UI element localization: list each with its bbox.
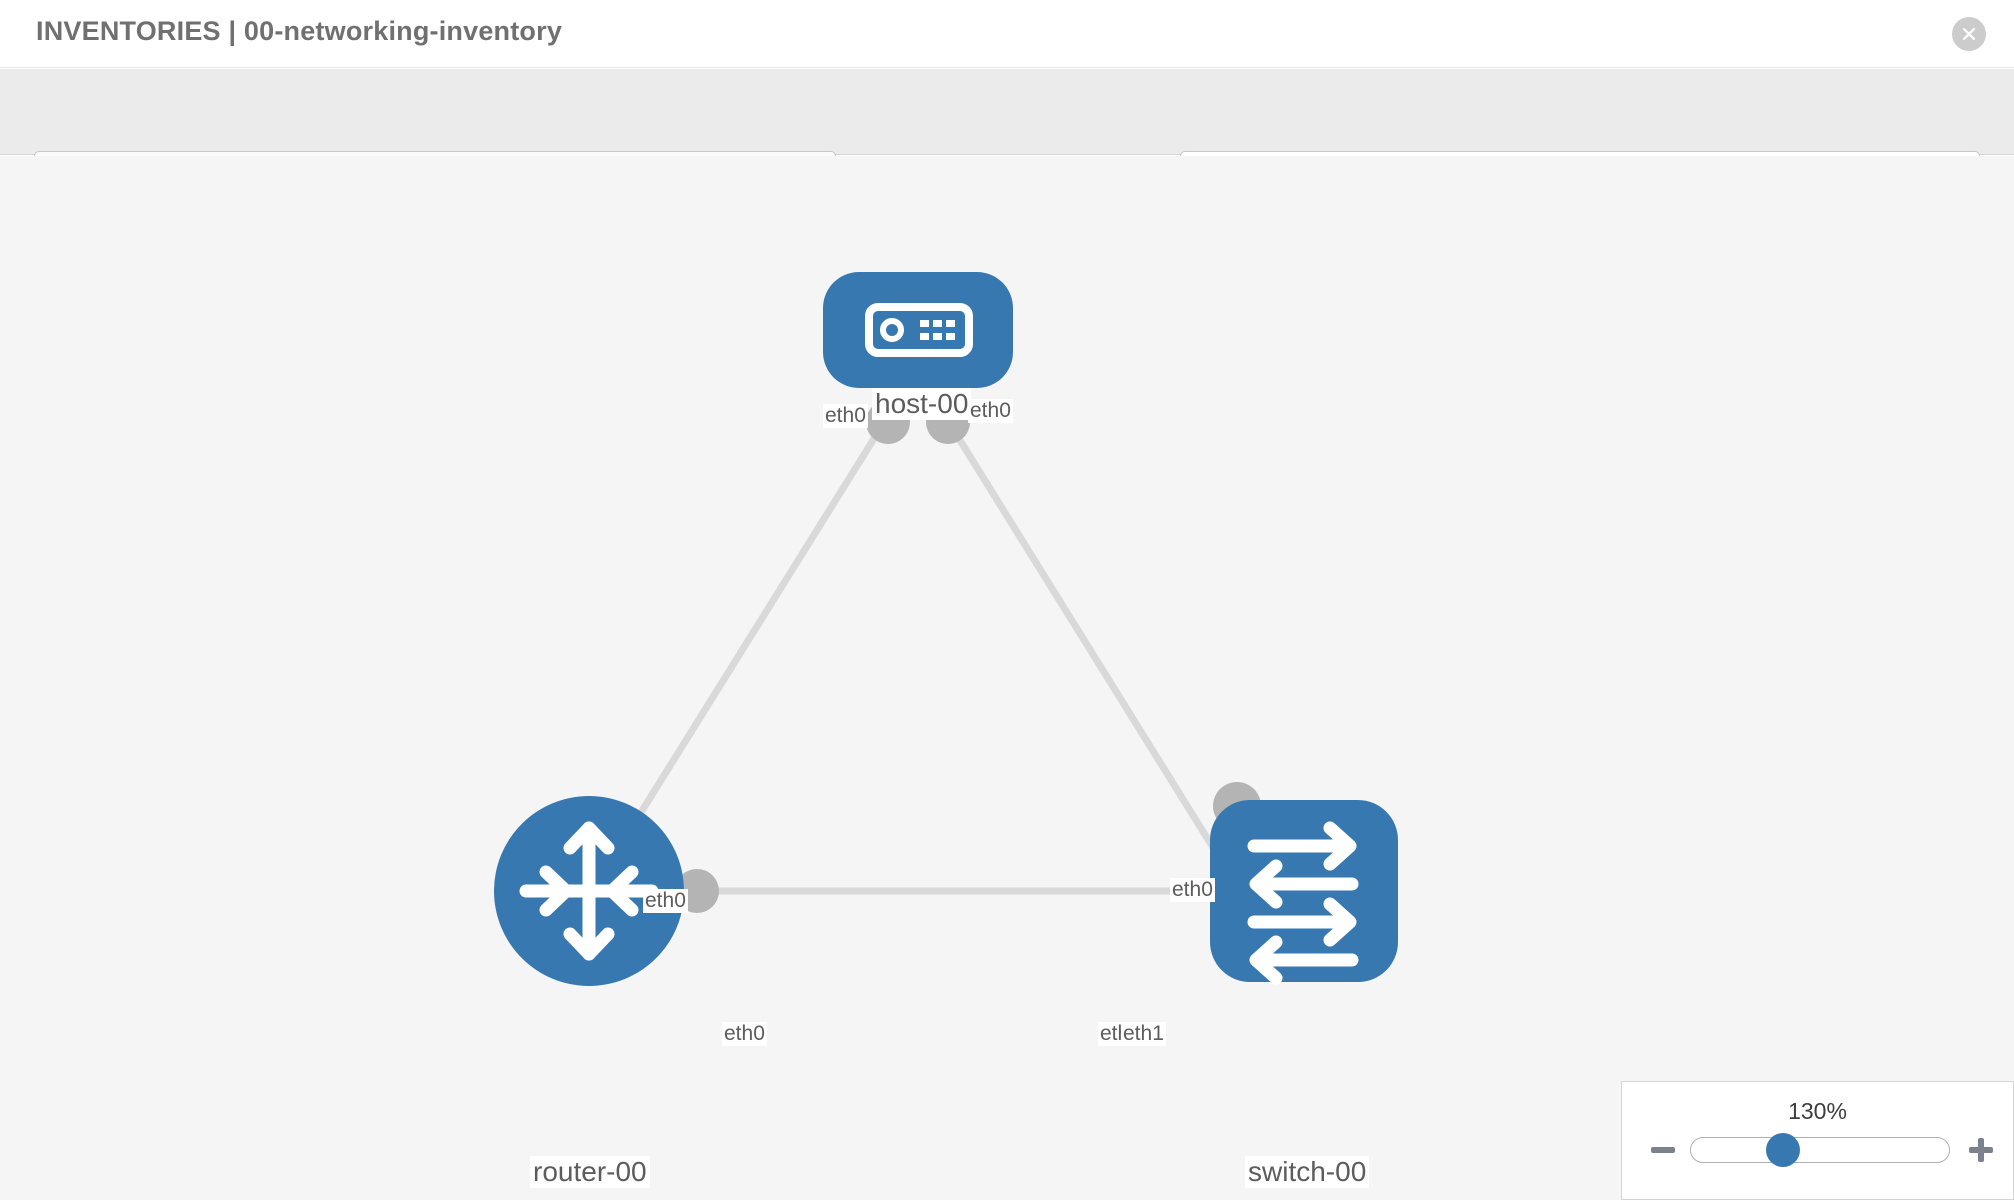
node-label-router: router-00 <box>530 1156 650 1188</box>
iface-label-router-right: eth0 <box>722 1022 767 1046</box>
node-router-00[interactable] <box>494 796 684 986</box>
zoom-in-button[interactable] <box>1965 1134 1997 1166</box>
close-icon[interactable] <box>1952 17 1986 51</box>
iface-label-switch-up: eth0 <box>1170 878 1215 902</box>
plus-icon <box>1969 1138 1993 1162</box>
router-arrows-icon <box>519 821 659 961</box>
zoom-out-button[interactable] <box>1647 1134 1679 1166</box>
server-icon <box>865 303 973 357</box>
topology-graph <box>494 272 1398 986</box>
link-host-switch[interactable] <box>945 419 1243 893</box>
iface-label-router-up: eth0 <box>643 889 688 913</box>
node-label-host: host-00 <box>872 388 972 420</box>
iface-label-host-right: eth0 <box>968 399 1013 423</box>
iface-label-host-left: eth0 <box>823 404 868 428</box>
close-x-glyph <box>1962 27 1976 41</box>
iface-label-switch-left-b: eth1 <box>1121 1022 1166 1046</box>
zoom-control: 130% <box>1621 1081 2014 1200</box>
node-switch-00[interactable] <box>1210 800 1398 985</box>
zoom-slider-track[interactable] <box>1690 1137 1950 1163</box>
topology-canvas[interactable]: host-00 router-00 switch-00 eth0 eth0 et… <box>0 156 2014 1200</box>
page-title: INVENTORIES | 00-networking-inventory <box>36 16 563 46</box>
switch-arrows-icon <box>1247 821 1359 985</box>
zoom-level-label: 130% <box>1788 1098 1847 1124</box>
zoom-slider-handle[interactable] <box>1766 1133 1800 1167</box>
toolbar: ACTIONS SEARCH <box>0 69 2014 205</box>
node-host-00[interactable] <box>823 272 1013 388</box>
minus-icon <box>1651 1147 1675 1153</box>
page-header: INVENTORIES | 00-networking-inventory <box>0 0 2014 68</box>
node-label-switch: switch-00 <box>1245 1156 1370 1188</box>
